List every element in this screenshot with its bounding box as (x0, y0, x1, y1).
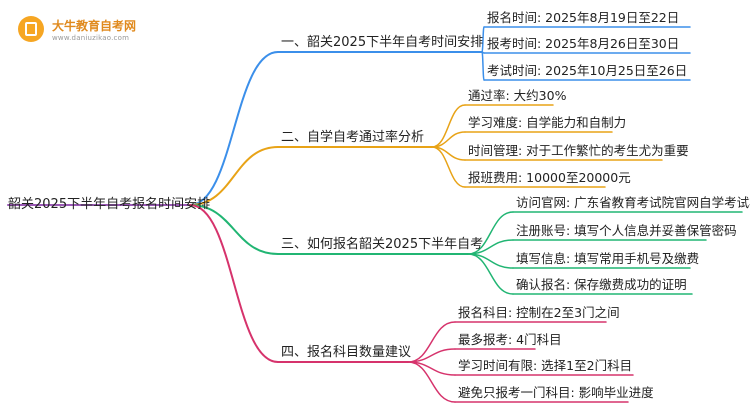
branch-3-leaf-4: 确认报名: 保存缴费成功的证明 (516, 277, 687, 292)
branch-1-title: 一、韶关2025下半年自考时间安排 (281, 35, 484, 50)
branch-2-leaf-1: 通过率: 大约30% (468, 88, 567, 103)
branch-4-leaf-1: 报名科目: 控制在2至3门之间 (458, 305, 620, 320)
book-icon (18, 16, 44, 42)
branch-2-title: 二、自学自考通过率分析 (281, 130, 425, 145)
logo-name: 大牛教育自考网 (52, 19, 137, 33)
branch-3-leaf-1: 访问官网: 广东省教育考试院官网自学考试栏目 (516, 195, 750, 210)
branch-3-connector (189, 204, 279, 255)
branch-3-leaf-3: 填写信息: 填写常用手机号及缴费 (516, 251, 700, 266)
branch-3-leaf-1-connector (467, 211, 514, 255)
branch-2-leaf-2: 学习难度: 自学能力和自制力 (468, 115, 627, 130)
branch-4-leaf-2: 最多报考: 4门科目 (458, 332, 562, 347)
branch-1-connector (189, 51, 279, 206)
branch-1-leaf-2: 报考时间: 2025年8月26日至30日 (487, 36, 680, 51)
branch-1-leaf-3-connector (481, 51, 485, 81)
branch-2-leaf-1-connector (431, 104, 466, 148)
branch-3-leaf-4-connector (467, 253, 514, 295)
branch-4-leaf-4: 避免只报考一门科目: 影响毕业进度 (458, 385, 654, 400)
site-logo[interactable]: 大牛教育自考网 www.daniuzikao.com (6, 12, 156, 50)
branch-1-leaf-3: 考试时间: 2025年10月25日至26日 (487, 63, 688, 78)
root-topic: 韶关2025下半年自考报名时间安排 (8, 197, 211, 212)
branch-2-leaf-4-connector (431, 146, 466, 188)
branch-3-leaf-2: 注册账号: 填写个人信息并妥善保管密码 (516, 223, 737, 238)
branch-3-title: 三、如何报名韶关2025下半年自考 (281, 237, 484, 252)
branch-2-leaf-3: 时间管理: 对于工作繁忙的考生尤为重要 (468, 143, 689, 158)
branch-1-leaf-1: 报名时间: 2025年8月19日至22日 (487, 10, 680, 25)
branch-4-title: 四、报名科目数量建议 (281, 345, 412, 360)
logo-url: www.daniuzikao.com (52, 34, 130, 42)
branch-2-leaf-4: 报班费用: 10000至20000元 (468, 170, 631, 185)
branch-4-leaf-3: 学习时间有限: 选择1至2门科目 (458, 358, 633, 373)
branch-2-connector (189, 146, 279, 206)
branch-4-connector (189, 204, 279, 363)
branch-4-leaf-4-connector (407, 361, 456, 403)
